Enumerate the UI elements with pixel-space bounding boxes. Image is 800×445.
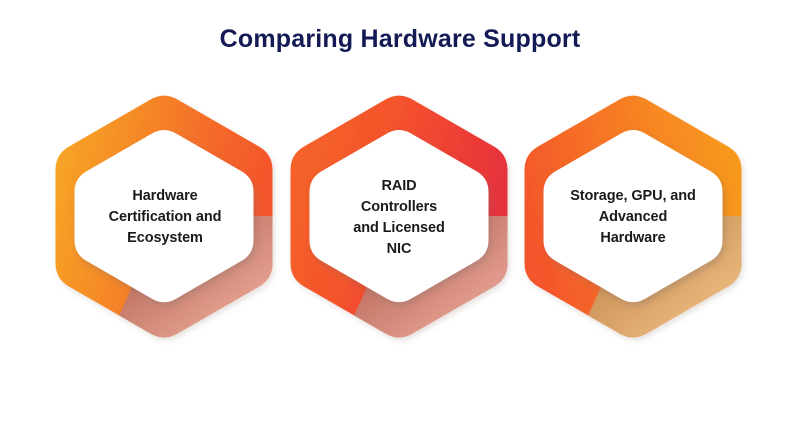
hex-node-raid-controllers[interactable] — [290, 95, 508, 338]
hex-node-hardware-certification[interactable] — [55, 95, 273, 338]
hex-inner-0 — [74, 130, 254, 303]
hex-inner-2 — [543, 130, 723, 303]
hex-label-hardware-certification: Hardware Certification and Ecosystem — [108, 188, 222, 246]
hex-label-raid-controllers: RAID Controllers and Licensed NIC — [353, 178, 445, 257]
hex-inner-1 — [309, 130, 489, 303]
hex-label-storage-gpu: Storage, GPU, and Advanced Hardware — [570, 188, 696, 246]
hex-node-storage-gpu[interactable] — [524, 95, 742, 338]
page-title: Comparing Hardware Support — [219, 25, 581, 53]
